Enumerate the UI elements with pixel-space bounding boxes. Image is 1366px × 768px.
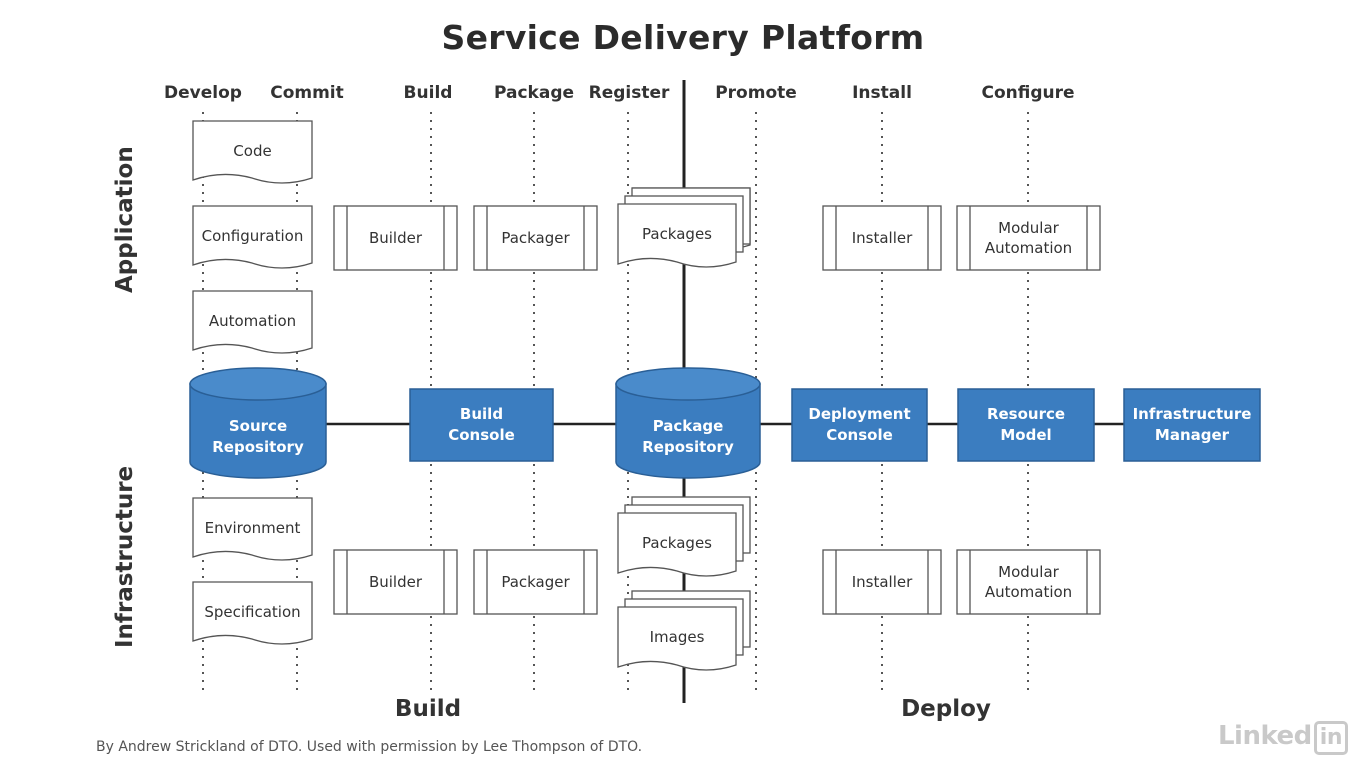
environment-document-shape [192, 497, 313, 561]
package-repository-label: Package Repository [616, 400, 760, 474]
deployment-console-line2: Console [826, 426, 893, 444]
stage-label-build: Build [403, 83, 453, 103]
stage-label-install: Install [852, 83, 912, 103]
app-packager-shape [473, 205, 598, 271]
app-packager-label: Packager [501, 229, 570, 247]
environment-label: Environment [204, 519, 301, 537]
linkedin-in-icon: in [1313, 721, 1348, 755]
package-repository-line2: Repository [642, 438, 734, 456]
infrastructure-manager-line1: Infrastructure [1132, 405, 1252, 423]
section-label-application: Application [112, 146, 138, 293]
attribution-credit: By Andrew Strickland of DTO. Used with p… [96, 739, 643, 755]
deployment-console-line1: Deployment [808, 405, 911, 423]
app-modular-automation-line1: Modular [998, 219, 1059, 237]
source-repository-line2: Repository [212, 438, 304, 456]
linkedin-watermark-text: Linked [1217, 721, 1312, 751]
infra-modular-automation-line2: Automation [984, 583, 1073, 601]
package-repository-line1: Package [652, 417, 724, 435]
infrastructure-manager-label: Infrastructure Manager [1124, 389, 1260, 461]
resource-model-shape [957, 388, 1095, 462]
deployment-console-label: Deployment Console [792, 389, 927, 461]
app-modular-automation-line2: Automation [984, 239, 1073, 257]
infra-packager-shape [473, 549, 598, 615]
automation-document-shape [192, 290, 313, 354]
infra-packages-label: Packages [642, 534, 712, 552]
page-title: Service Delivery Platform [441, 18, 925, 57]
deployment-console-shape [791, 388, 928, 462]
infra-modular-automation-label: Modular Automation [957, 550, 1100, 614]
stage-label-promote: Promote [715, 83, 797, 103]
infra-packager-label: Packager [501, 573, 570, 591]
infrastructure-manager-shape [1123, 388, 1261, 462]
app-builder-shape [333, 205, 458, 271]
infra-builder-label: Builder [368, 573, 423, 591]
specification-document-shape [192, 581, 313, 645]
infra-installer-shape [822, 549, 942, 615]
stage-label-develop: Develop [164, 83, 242, 103]
specification-label: Specification [204, 603, 301, 621]
app-installer-label: Installer [851, 229, 913, 247]
app-packages-stack [617, 187, 751, 268]
infra-modular-automation-shape [956, 549, 1101, 615]
build-console-label: Build Console [410, 389, 553, 461]
app-packages-label: Packages [642, 225, 712, 243]
package-repository-shape [615, 367, 761, 479]
resource-model-line2: Model [1000, 426, 1052, 444]
phase-label-build: Build [394, 696, 462, 722]
configuration-label: Configuration [201, 227, 304, 245]
phase-label-deploy: Deploy [901, 696, 991, 722]
infra-images-stack [617, 590, 751, 671]
app-modular-automation-shape [956, 205, 1101, 271]
source-repository-line1: Source [228, 417, 288, 435]
section-label-infrastructure: Infrastructure [112, 465, 138, 648]
infra-images-label: Images [649, 628, 705, 646]
configuration-document-shape [192, 205, 313, 269]
stage-label-package: Package [493, 83, 575, 103]
infra-packages-stack [617, 496, 751, 577]
infrastructure-manager-line2: Manager [1154, 426, 1230, 444]
infra-builder-shape [333, 549, 458, 615]
source-repository-label: Source Repository [190, 400, 326, 474]
app-builder-label: Builder [368, 229, 423, 247]
automation-label: Automation [208, 312, 297, 330]
code-label: Code [233, 142, 272, 160]
stage-label-configure: Configure [981, 83, 1075, 103]
build-console-line2: Console [448, 426, 515, 444]
app-modular-automation-label: Modular Automation [957, 206, 1100, 270]
infra-modular-automation-line1: Modular [998, 563, 1059, 581]
code-document-shape [192, 120, 313, 184]
source-repository-shape [189, 367, 327, 479]
stage-label-commit: Commit [270, 83, 344, 103]
resource-model-line1: Resource [986, 405, 1066, 423]
resource-model-label: Resource Model [958, 389, 1094, 461]
build-console-shape [409, 388, 554, 462]
stage-label-register: Register [588, 83, 670, 103]
build-console-line1: Build [459, 405, 504, 423]
infra-installer-label: Installer [851, 573, 913, 591]
app-installer-shape [822, 205, 942, 271]
